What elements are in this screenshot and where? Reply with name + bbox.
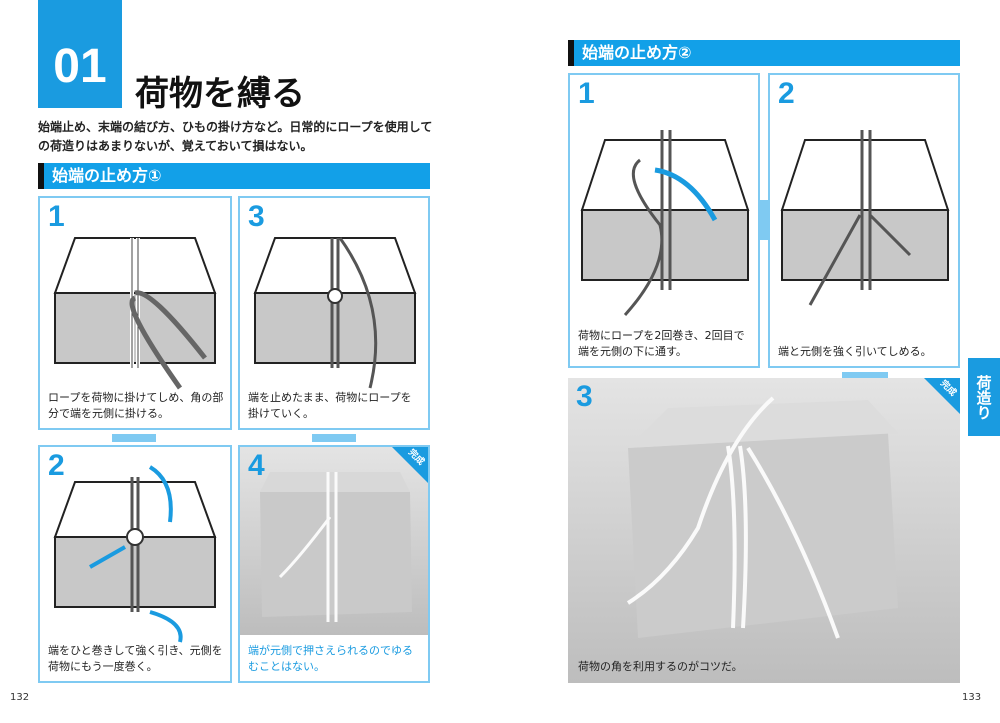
side-index-tab: 荷造り — [968, 358, 1000, 436]
step-panel-4: 4 完成 端が元側で押さえられるのでゆるむことはない。 — [238, 445, 430, 683]
step-number: 3 — [576, 380, 593, 413]
step-number: 2 — [778, 77, 795, 110]
step-number: 1 — [578, 77, 595, 110]
step-caption: 端と元側を強く引いてしめる。 — [778, 345, 932, 358]
box-illustration — [580, 130, 750, 317]
box-illustration — [53, 237, 217, 390]
step-number: 1 — [48, 200, 65, 233]
page-number-left: 132 — [10, 692, 30, 703]
page-title: 荷物を縛る — [135, 74, 305, 114]
step-caption: 端をひと巻きして強く引き、元側を荷物にもう一度巻く。 — [48, 644, 223, 673]
step-panel-1: 1 ロープを荷物に掛けてしめ、角の部分で端を元側に掛ける。 — [38, 196, 232, 430]
connector-tab — [312, 434, 356, 442]
step-caption: 荷物の角を利用するのがコツだ。 — [578, 660, 743, 673]
step-caption: ロープを荷物に掛けてしめ、角の部分で端を元側に掛ける。 — [48, 391, 224, 420]
step-number: 3 — [248, 200, 265, 233]
box-illustration — [780, 130, 950, 306]
connector-tab — [760, 200, 768, 240]
connector-tab — [112, 434, 156, 442]
complete-badge — [924, 378, 960, 414]
rope-box-photo — [626, 396, 898, 639]
section-header-1: 始端の止め方① — [38, 163, 430, 189]
step-caption: 端が元側で押さえられるのでゆるむことはない。 — [248, 644, 413, 673]
step-photo-r3: 3 完成 荷物の角を利用するのがコツだ。 — [568, 378, 960, 683]
step-panel-3: 3 端を止めたまま、荷物にロープを掛けていく。 — [238, 196, 430, 430]
box-illustration — [53, 465, 217, 643]
section-header-2: 始端の止め方② — [568, 40, 960, 66]
step-panel-r1: 1 荷物にロープを2回巻き、2回目で端を元側の下に通す。 — [568, 73, 760, 368]
complete-badge — [392, 447, 428, 483]
connector-tab — [842, 372, 888, 379]
step-panel-r2: 2 端と元側を強く引いてしめる。 — [768, 73, 960, 368]
rope-box-photo — [260, 472, 412, 622]
page-number-right: 133 — [962, 692, 982, 703]
chapter-description: 始端止め、末端の結び方、ひもの掛け方など。日常的にロープを使用しての荷造りはあま… — [38, 120, 433, 153]
box-photo — [240, 447, 428, 635]
step-caption: 端を止めたまま、荷物にロープを掛けていく。 — [248, 391, 412, 420]
chapter-number: 01 — [38, 0, 122, 108]
step-panel-2: 2 端をひと巻きして強く引き、元側を荷物にもう一度巻く。 — [38, 445, 232, 683]
step-number: 4 — [248, 449, 265, 482]
step-number: 2 — [48, 449, 65, 482]
step-caption: 荷物にロープを2回巻き、2回目で端を元側の下に通す。 — [578, 329, 745, 358]
box-illustration — [253, 237, 417, 389]
